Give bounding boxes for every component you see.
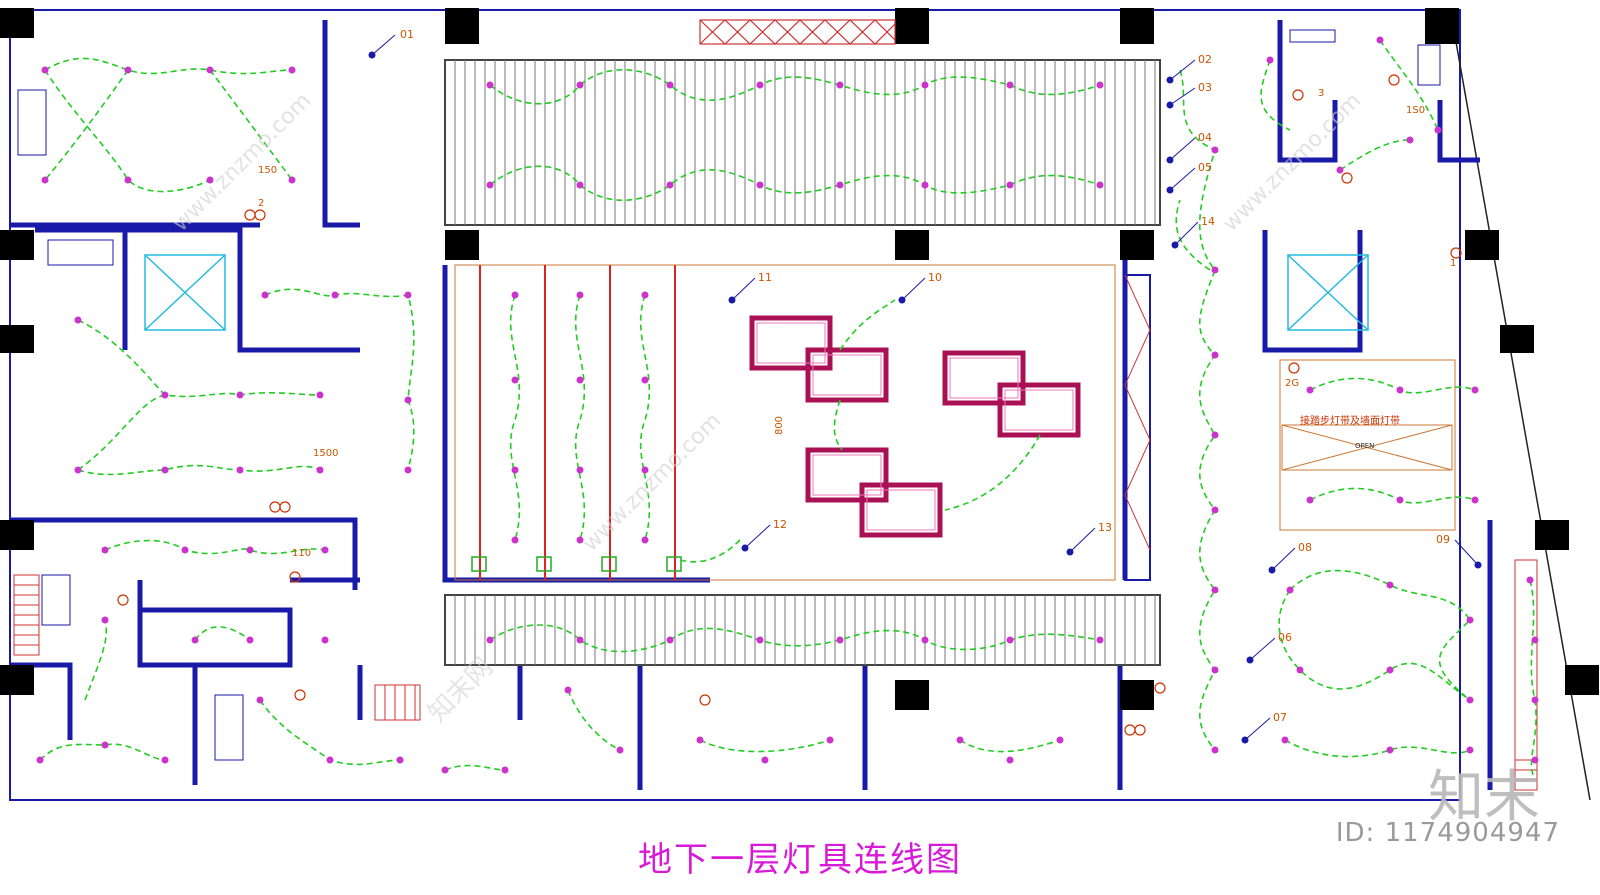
- dimension-1500: 1500: [313, 448, 339, 459]
- dimension-150-top: 150: [258, 165, 278, 176]
- open-note: OPEN: [1355, 442, 1375, 450]
- circuit-label-01: 01: [400, 28, 414, 41]
- structural-columns: [0, 8, 1599, 710]
- elevator-left: [144, 254, 226, 331]
- central-hall: [454, 264, 1151, 581]
- watermark-site-3: www.znzmo.com: [578, 408, 727, 557]
- stair-open-area: [1279, 359, 1456, 531]
- top-truss: [699, 19, 896, 45]
- light-fixtures: [36, 36, 1539, 774]
- switch-label-1: 1: [1450, 258, 1457, 269]
- switch-label-2g: 2G: [1285, 378, 1300, 389]
- wiring-circuits: [39, 39, 1537, 781]
- stair-light-note: 接踏步灯带及墙面灯带: [1300, 416, 1400, 427]
- switch-label-3: 3: [1318, 88, 1325, 99]
- drawing-title: 地下一层灯具连线图: [638, 840, 962, 880]
- circuit-leaders: [368, 34, 1482, 744]
- bottom-stair: [374, 684, 421, 721]
- switch-label-2: 2: [258, 198, 265, 209]
- circuit-label-05: 05: [1198, 161, 1212, 174]
- sanitary-fixtures: [17, 29, 1441, 761]
- left-stair: [13, 574, 40, 656]
- dimension-150-right: 1S0: [1406, 105, 1426, 116]
- pendant-frames: [749, 315, 1081, 538]
- switch-symbols: [117, 74, 1462, 736]
- watermark-id: ID: 1174904947: [1335, 818, 1560, 848]
- circuit-label-12: 12: [773, 518, 787, 531]
- circuit-label-06: 06: [1278, 631, 1292, 644]
- watermark-logo: 知末: [1428, 765, 1540, 830]
- circuit-label-11: 11: [758, 271, 772, 284]
- circuit-label-02: 02: [1198, 53, 1212, 66]
- circuit-label-04: 04: [1198, 131, 1212, 144]
- grille-ceiling-bottom: [444, 594, 1161, 666]
- circuit-label-14: 14: [1201, 215, 1215, 228]
- grille-ceiling-top: [444, 59, 1161, 226]
- watermark-site-1: www.znzmo.com: [168, 88, 317, 237]
- pendant-frames-inner: [756, 322, 1074, 531]
- elevator-right: [1287, 254, 1369, 331]
- watermark-site-2: www.znzmo.com: [1218, 88, 1367, 237]
- circuit-label-10: 10: [928, 271, 942, 284]
- dimension-110: 110: [292, 548, 312, 559]
- circuit-label-13: 13: [1098, 521, 1112, 534]
- dimension-800: 800: [774, 415, 786, 436]
- watermark-site-cn: 知末网: [422, 652, 499, 729]
- circuit-label-09: 09: [1436, 533, 1450, 546]
- circuit-label-08: 08: [1298, 541, 1312, 554]
- circuit-label-07: 07: [1273, 711, 1287, 724]
- circuit-label-03: 03: [1198, 81, 1212, 94]
